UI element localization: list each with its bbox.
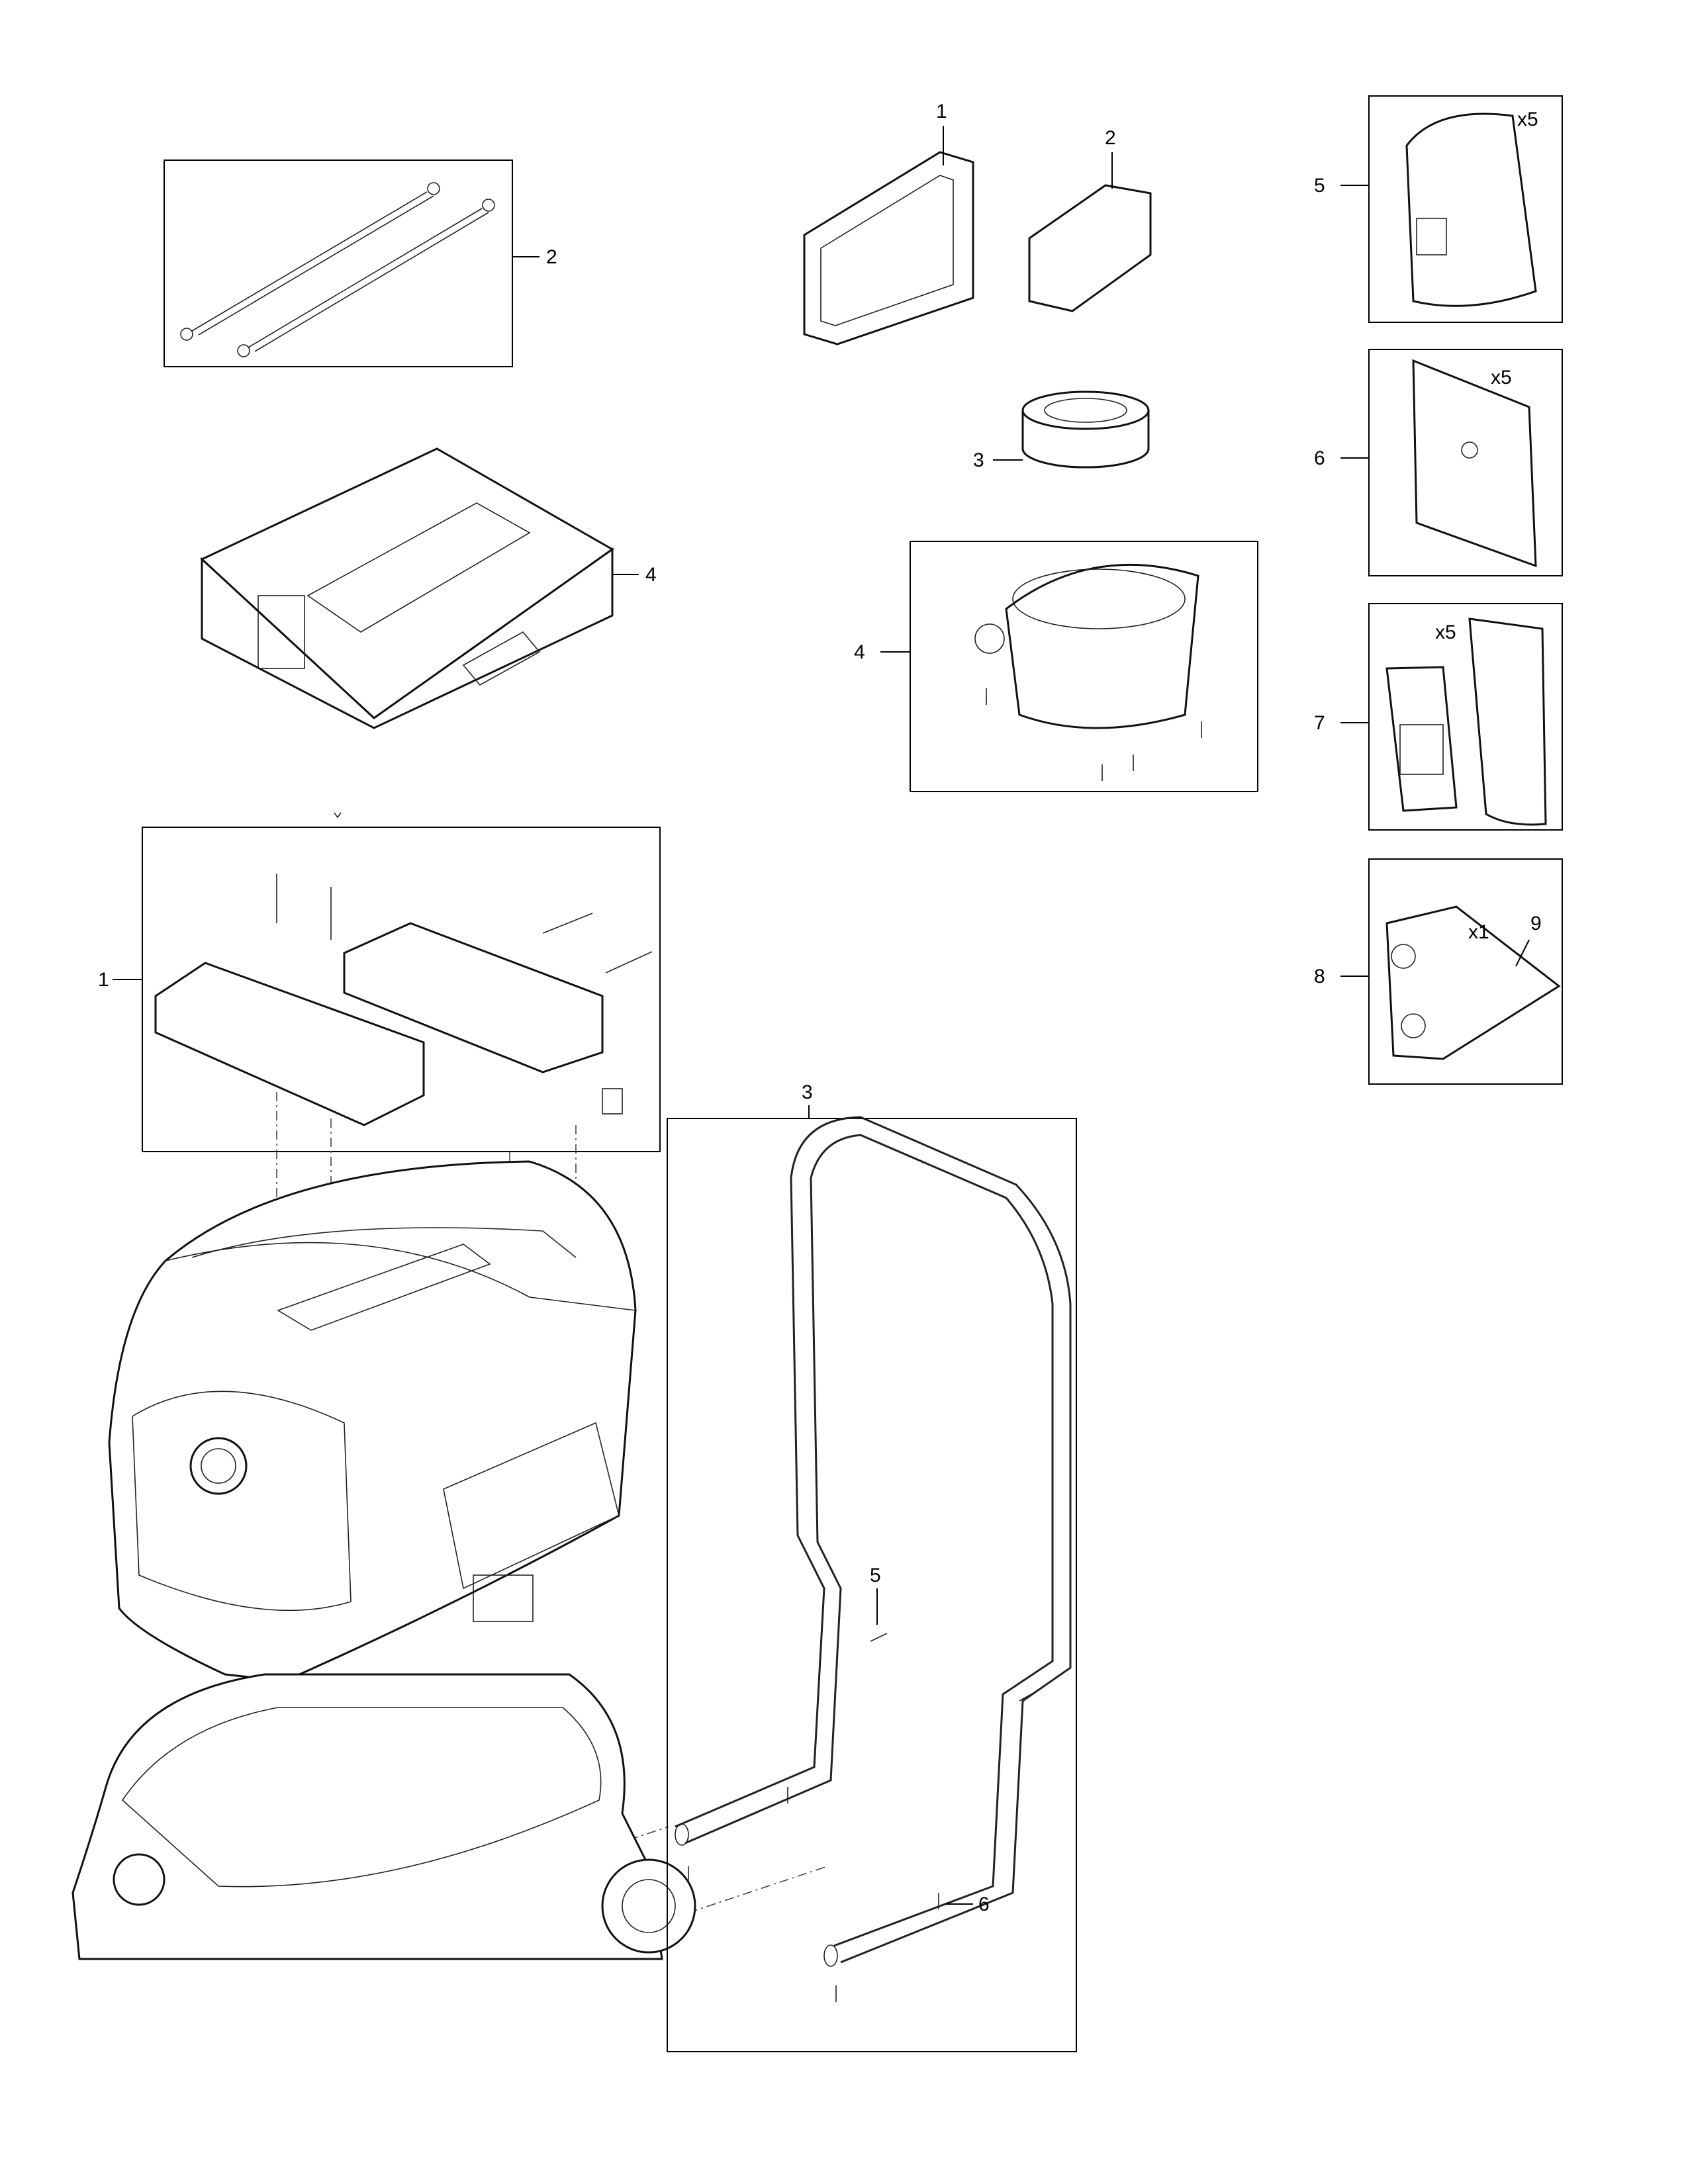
socket-cover-icon [473,1574,534,1622]
quantity-label: x1 [1468,921,1489,943]
disposal-bag-frame [1368,858,1563,1085]
panel-filter-small [1028,184,1152,312]
container-rim [121,1707,602,1888]
head-vent-grille [443,1422,620,1590]
prefilter-bowl [1005,563,1199,729]
screw-icon [542,913,593,934]
quantity-label: x5 [1435,621,1456,643]
case-lid-inset [306,502,531,633]
dust-container-group [71,1673,696,1960]
holder-part-right [343,922,604,1073]
fleece-bag-group: x5 5 [1314,95,1563,323]
push-handle-frame [667,1118,1077,2052]
screw-icon [605,951,653,974]
cartridge-filter-group: 3 [973,390,1150,471]
paper-bag [1412,359,1537,568]
bungee-cords-frame [164,159,513,367]
plastic-bag-sleeve [1468,617,1547,826]
panel-filter-large-group: 1 [803,101,974,345]
case-lid [200,447,614,719]
disposal-bag-group: x1 9 8 [1314,858,1563,1085]
callout-number: 3 [802,1081,813,1103]
push-handle-group: 3 5 6 [667,1081,1077,2052]
bungee-cord-2 [248,208,483,348]
paper-bag-frame [1368,349,1563,576]
case-handle-icon [462,631,541,686]
callout-number: 2 [546,246,557,268]
control-knob-icon [189,1437,248,1495]
hook-icon [180,328,193,341]
disposal-bag [1385,905,1561,1060]
callout-number: 3 [973,449,984,471]
holder-part-left [154,962,425,1126]
fleece-bag [1405,113,1537,307]
hook-icon [427,182,440,195]
bungee-cords-group: 2 [164,159,557,367]
plastic-bag [1385,666,1458,812]
screw-icon [1019,1691,1037,1702]
holder-assembly-group: 1 [98,812,661,1152]
callout-number: 2 [1105,127,1116,149]
holder-assembly-frame [142,827,661,1152]
head-side-panel [132,1390,352,1612]
tool-case-group: 4 [200,447,657,729]
vacuum-head [108,1160,637,1682]
fleece-bag-frame [1368,95,1563,323]
case-body [201,547,614,729]
callout-number: 7 [1314,712,1325,734]
bungee-cord-1 [191,191,428,332]
callout-number: 1 [98,969,109,991]
callout-number: 4 [645,564,657,586]
prefilter-bowl-frame [910,541,1258,792]
callout-number: 6 [978,1893,990,1915]
panel-filter-large [803,151,974,345]
hook-icon [482,199,495,212]
quantity-label: x5 [1491,367,1512,388]
prefilter-bowl-group: 4 [854,541,1258,792]
push-handle-bar [684,1134,1054,1947]
callout-number: 5 [1314,175,1325,197]
drain-knob-icon [113,1853,165,1906]
paper-bag-group: x5 6 [1314,349,1563,576]
quantity-label: x5 [1517,109,1538,130]
wheel-icon [601,1858,696,1954]
plastic-bag-frame [1368,603,1563,831]
clip-icon [602,1088,623,1115]
vacuum-head-group [108,1160,637,1682]
callout-number: 6 [1314,447,1325,469]
callout-number: 5 [870,1565,881,1586]
head-handle-icon [277,1244,491,1331]
callout-number: 1 [936,101,947,122]
callout-number: 8 [1314,966,1325,987]
hook-icon [237,344,250,357]
callout-number: 9 [1530,913,1542,934]
panel-filter-small-group: 2 [1028,127,1152,312]
plastic-bag-group: x5 7 [1314,603,1563,831]
case-latch-icon [258,595,305,669]
screw-icon [870,1633,888,1642]
callout-number: 4 [854,641,865,663]
dust-container [71,1673,663,1960]
